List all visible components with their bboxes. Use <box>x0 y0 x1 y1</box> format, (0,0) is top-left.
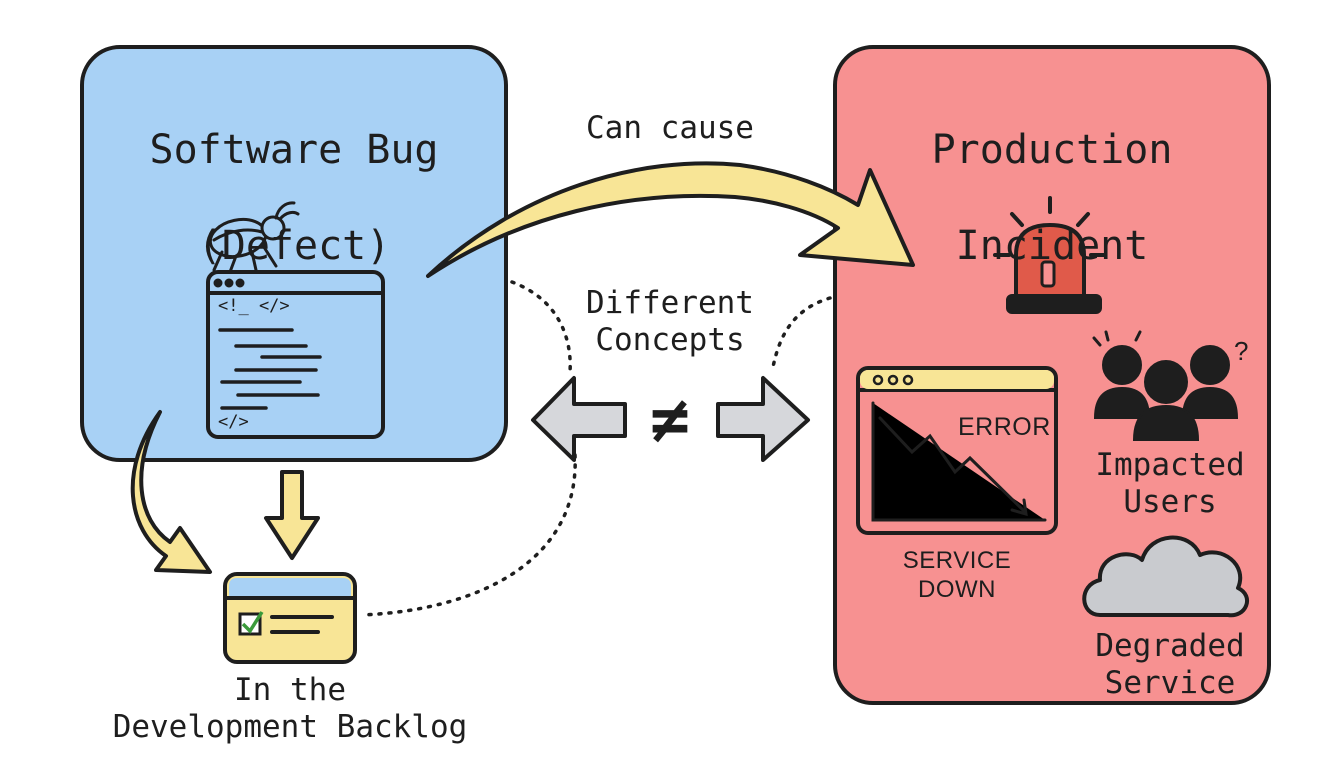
error-chart-window-icon <box>856 366 1058 535</box>
different-concepts-label: Different Concepts <box>586 285 754 359</box>
question-mark-icon: ? <box>1234 336 1248 366</box>
bug-title-line1: Software Bug <box>149 127 439 173</box>
people-icon <box>1092 330 1239 441</box>
code-open-tag: <!_ </> <box>218 296 290 316</box>
checkbox-icon <box>241 611 264 634</box>
service-down-label: SERVICE DOWN <box>902 547 1012 603</box>
not-equal-symbol: ≠ <box>650 381 690 458</box>
bug-title: Software Bug (Defect) <box>90 78 498 270</box>
backlog-card-icon <box>223 572 357 664</box>
code-close-tag: </> <box>218 412 249 432</box>
code-window-icon <box>206 270 385 439</box>
backlog-label: In the Development Backlog <box>112 672 468 746</box>
can-cause-label: Can cause <box>586 110 754 146</box>
error-label: ERROR <box>958 413 1051 441</box>
impacted-users-label: Impacted Users <box>1095 447 1245 521</box>
cloud-icon <box>1082 535 1250 618</box>
incident-title-line2: Incident <box>955 223 1149 269</box>
degraded-service-label: Degraded Service <box>1095 628 1245 702</box>
bug-icon <box>208 201 300 274</box>
can-cause-arrow <box>426 161 915 278</box>
bug-title-line2: (Defect) <box>197 223 391 269</box>
backlog-arrows <box>130 410 320 574</box>
incident-title-line1: Production <box>931 127 1173 173</box>
dotted-connectors <box>360 280 832 617</box>
not-equal-double-arrow <box>531 376 810 462</box>
siren-icon <box>993 196 1107 314</box>
incident-title: Production Incident <box>843 78 1261 270</box>
